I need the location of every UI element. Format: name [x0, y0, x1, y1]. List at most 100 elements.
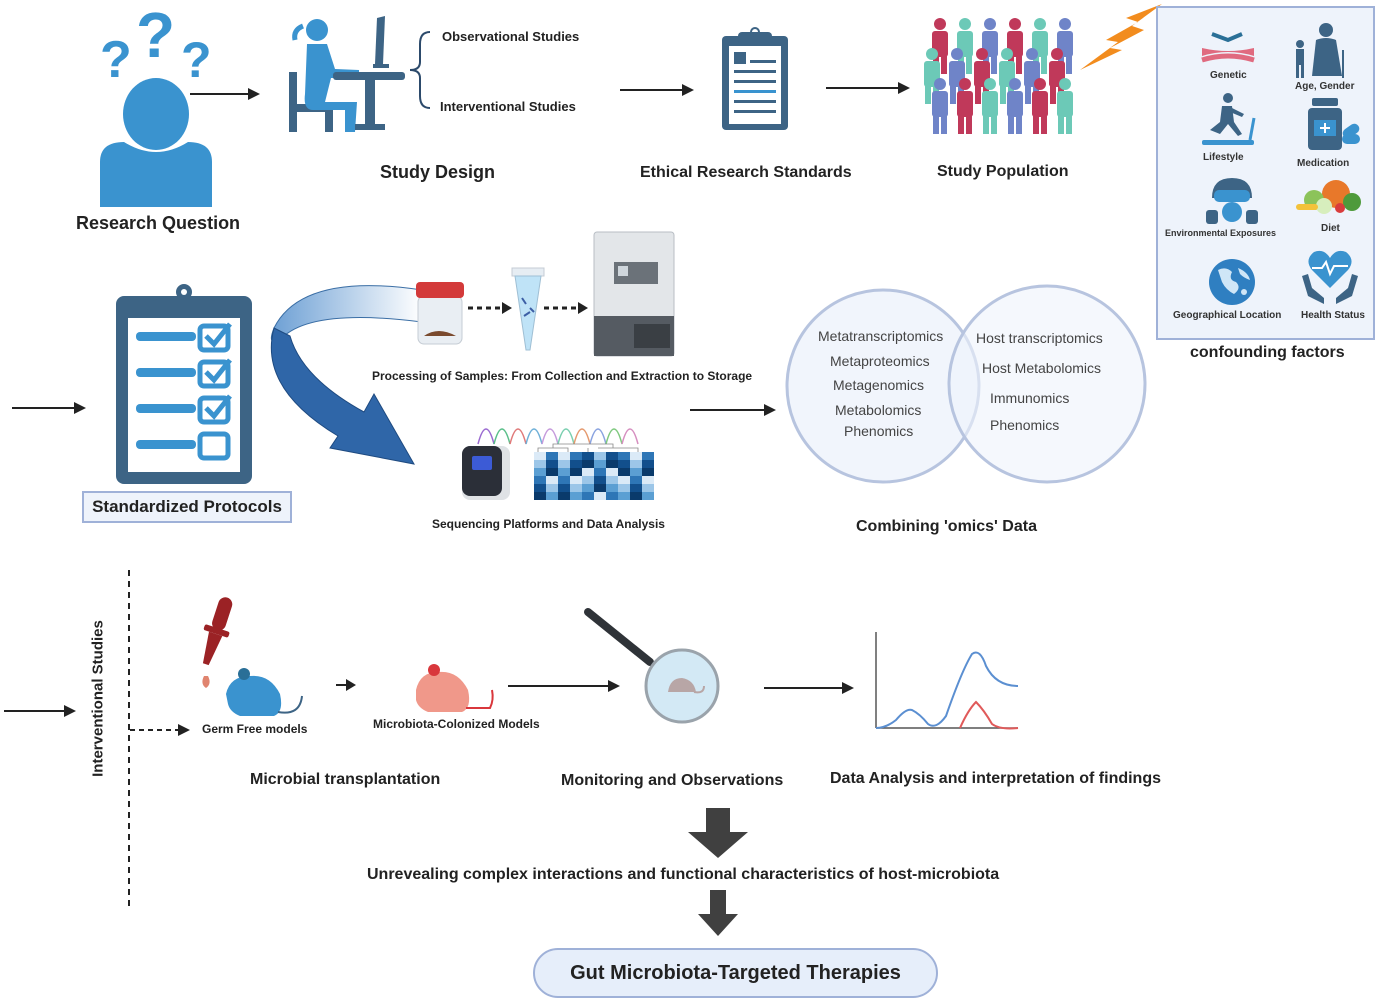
person-figure: [957, 78, 973, 134]
dropper-icon: [202, 597, 233, 688]
down-arrow-icon: [688, 808, 748, 858]
gas-mask-icon: [1206, 178, 1258, 224]
heatmap-cell: [618, 468, 630, 476]
heatmap-cell: [558, 468, 570, 476]
heatmap-cell: [534, 468, 546, 476]
line-chart-icon: [875, 632, 1019, 730]
heart-hands-icon: [1302, 250, 1358, 304]
heatmap-cell: [618, 492, 630, 500]
chromatogram-peak: [493, 428, 511, 445]
heatmap-cell: [558, 476, 570, 484]
dashed-divider: [128, 570, 130, 906]
omics-item: Metagenomics: [833, 377, 925, 393]
person-figure: [932, 78, 948, 134]
person-figure: [982, 78, 998, 134]
person-figure: [1057, 78, 1073, 134]
arrow-right-icon: [764, 682, 854, 694]
confounder-label: Age, Gender: [1295, 81, 1355, 92]
chromatogram-icon: [477, 428, 639, 445]
sample-jar-icon: [416, 282, 464, 345]
unrevealing-label: Unrevealing complex interactions and fun…: [367, 866, 1000, 883]
heatmap-cell: [630, 452, 642, 460]
heatmap-cell: [546, 484, 558, 492]
microbial-transplantation-label: Microbial transplantation: [250, 771, 441, 788]
heatmap-cell: [534, 452, 546, 460]
person-question-icon: ? ? ?: [100, 0, 212, 207]
arrow-right-icon: [336, 679, 356, 691]
interventional-studies-label: Interventional Studies: [440, 99, 576, 114]
heatmap-cell: [594, 452, 606, 460]
omics-item: Immunomics: [990, 390, 1070, 406]
down-arrow-icon: [698, 890, 738, 936]
pink-mouse-icon: [416, 664, 494, 712]
heatmap-cell: [582, 492, 594, 500]
heatmap-cell: [630, 476, 642, 484]
person-figure: [1032, 78, 1048, 134]
heatmap-cell: [546, 452, 558, 460]
curved-arrow-icon: [270, 285, 423, 465]
dendrogram: [537, 443, 639, 452]
test-tube-icon: [511, 267, 545, 351]
processing-samples-label: Processing of Samples: From Collection a…: [372, 369, 753, 383]
heatmap-cell: [570, 460, 582, 468]
heatmap-cell: [642, 452, 654, 460]
heatmap-cell: [618, 476, 630, 484]
confounder-label: Health Status: [1301, 310, 1365, 321]
arrow-right-icon: [690, 404, 776, 416]
omics-item: Phenomics: [990, 417, 1060, 433]
confounder-label: Medication: [1297, 158, 1350, 169]
arrow-right-icon: [620, 84, 694, 96]
chromatogram-peak: [477, 428, 495, 445]
combining-omics-label: Combining 'omics' Data: [856, 518, 1037, 535]
omics-item: Metatranscriptomics: [818, 328, 944, 344]
brace-icon: [409, 31, 431, 109]
heatmap-cell: [570, 484, 582, 492]
heatmap-cell: [558, 484, 570, 492]
arrow-right-icon: [4, 705, 76, 717]
observational-studies-label: Observational Studies: [442, 29, 580, 44]
heatmap-cell: [606, 476, 618, 484]
colonized-models-label: Microbiota-Colonized Models: [373, 717, 540, 731]
confounder-label: Lifestyle: [1203, 152, 1244, 163]
heatmap-cell: [534, 460, 546, 468]
svg-text:?: ?: [181, 32, 212, 88]
heatmap-cell: [582, 484, 594, 492]
heatmap-cell: [630, 484, 642, 492]
heatmap-cell: [606, 484, 618, 492]
heatmap-cell: [642, 476, 654, 484]
heatmap-cell: [534, 476, 546, 484]
data-analysis-label: Data Analysis and interpretation of find…: [830, 770, 1161, 787]
heatmap-cell: [570, 476, 582, 484]
dotted-arrow-icon: [544, 302, 588, 314]
arrow-right-icon: [826, 82, 910, 94]
heatmap-cell: [558, 460, 570, 468]
heatmap-cell: [570, 492, 582, 500]
heatmap-cell: [534, 492, 546, 500]
dotted-arrow-icon: [130, 724, 190, 736]
confounding-factors-title: confounding factors: [1190, 344, 1345, 361]
heatmap-cell: [582, 452, 594, 460]
heatmap-cell: [630, 492, 642, 500]
treadmill-runner-icon: [1202, 93, 1256, 145]
chromatogram-peak: [525, 428, 543, 445]
omics-item: Phenomics: [844, 423, 914, 439]
heatmap-cell: [594, 468, 606, 476]
omics-item: Metaproteomics: [830, 353, 930, 369]
heatmap-cell: [546, 468, 558, 476]
heatmap-cell: [642, 460, 654, 468]
heatmap-cell: [642, 484, 654, 492]
heatmap-cell: [570, 452, 582, 460]
confounder-label: Environmental Exposures: [1165, 228, 1277, 238]
heatmap-cell: [582, 460, 594, 468]
checklist-clipboard-icon: [116, 284, 252, 484]
chromatogram-peak: [509, 428, 527, 445]
arrow-right-icon: [190, 88, 260, 100]
omics-item: Metabolomics: [835, 402, 922, 418]
arrow-right-icon: [12, 402, 86, 414]
heatmap-cell: [606, 492, 618, 500]
chromatogram-peak: [573, 428, 591, 445]
dotted-arrow-icon: [468, 302, 512, 314]
heatmap-cell: [546, 492, 558, 500]
research-question-label: Research Question: [76, 213, 241, 233]
person-at-desk-icon: [289, 16, 405, 132]
